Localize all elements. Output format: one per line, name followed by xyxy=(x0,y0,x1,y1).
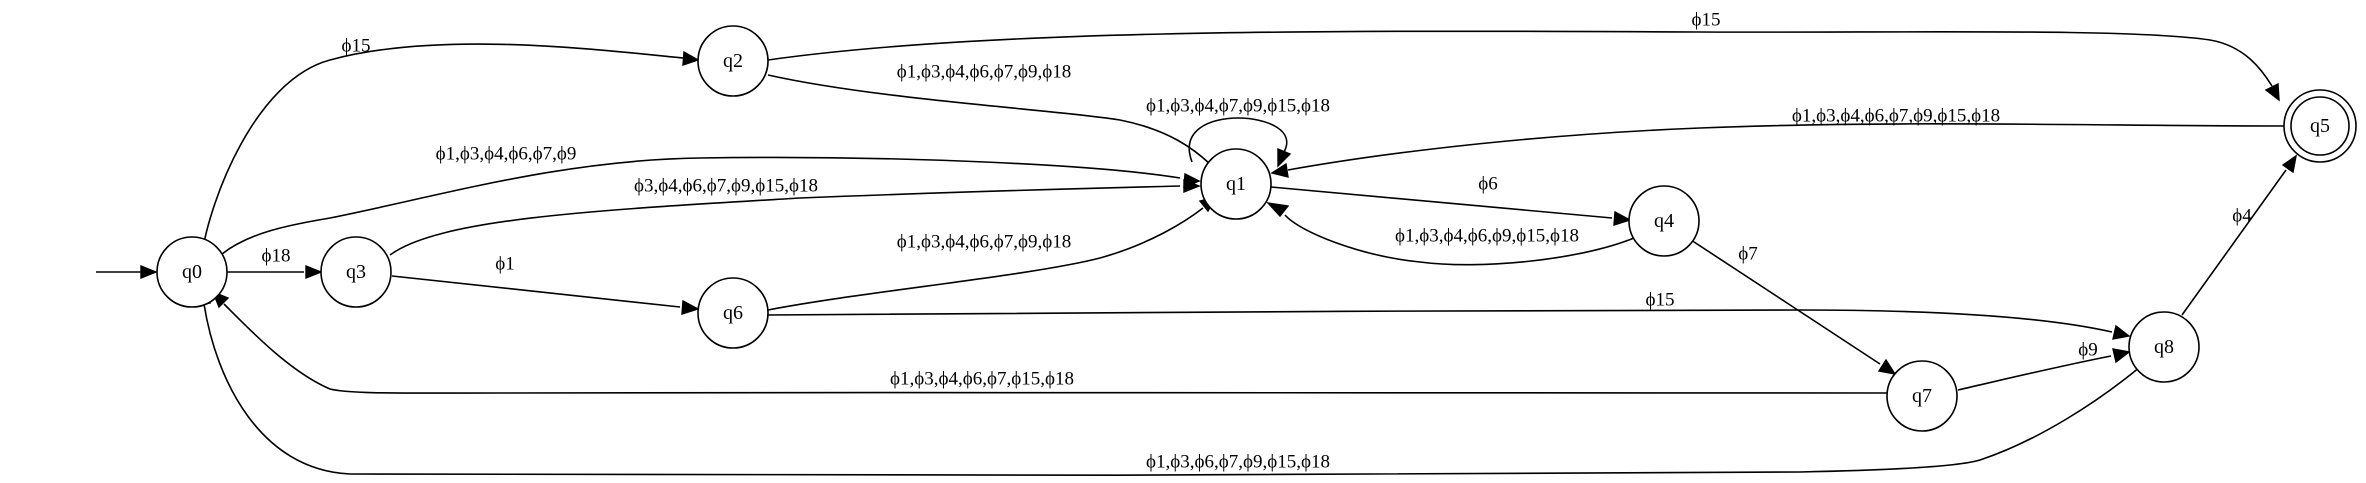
state-label-q8: q8 xyxy=(2154,336,2174,358)
edge-q0-q1: ϕ1,ϕ3,ϕ4,ϕ6,ϕ7,ϕ9 xyxy=(221,144,1201,255)
edge-label-q4-q1: ϕ1,ϕ3,ϕ4,ϕ6,ϕ9,ϕ15,ϕ18 xyxy=(1395,226,1579,247)
state-label-q5: q5 xyxy=(2310,115,2330,137)
state-label-q4: q4 xyxy=(1654,210,1674,232)
edge-label-q7-q8: ϕ9 xyxy=(2078,340,2098,361)
state-label-q1: q1 xyxy=(1226,173,1246,195)
edge-label-q6-q8: ϕ15 xyxy=(1645,290,1674,311)
state-q3: q3 xyxy=(320,236,392,308)
edge-q8-q0: ϕ1,ϕ3,ϕ6,ϕ7,ϕ9,ϕ15,ϕ18 xyxy=(197,288,2141,477)
edge-q0-q2: ϕ15 xyxy=(201,36,700,255)
state-label-q0: q0 xyxy=(182,261,202,283)
edge-label-q3-q1: ϕ3,ϕ4,ϕ6,ϕ7,ϕ9,ϕ15,ϕ18 xyxy=(634,176,818,197)
edge-label-q2-q5: ϕ15 xyxy=(1691,10,1720,31)
state-q8: q8 xyxy=(2128,311,2200,383)
state-q4: q4 xyxy=(1628,185,1700,257)
edge-label-q0-q1: ϕ1,ϕ3,ϕ4,ϕ6,ϕ7,ϕ9 xyxy=(436,144,577,165)
edge-label-q1-q4: ϕ6 xyxy=(1478,174,1498,195)
state-q2: q2 xyxy=(697,25,769,97)
edge-q6-q1: ϕ1,ϕ3,ϕ4,ϕ6,ϕ7,ϕ9,ϕ18 xyxy=(767,195,1218,311)
edge-q6-q8: ϕ15 xyxy=(767,290,2131,340)
state-q0: q0 xyxy=(156,236,228,308)
state-q7: q7 xyxy=(1886,360,1958,432)
edge-q7-q8: ϕ9 xyxy=(1957,340,2131,391)
edge-label-q7-q0: ϕ1,ϕ3,ϕ4,ϕ6,ϕ7,ϕ15,ϕ18 xyxy=(890,369,1074,390)
edge-q7-q0: ϕ1,ϕ3,ϕ4,ϕ6,ϕ7,ϕ15,ϕ18 xyxy=(211,290,1889,394)
state-q1: q1 xyxy=(1200,148,1272,220)
edge-label-q1-q1: ϕ1,ϕ3,ϕ4,ϕ7,ϕ9,ϕ15,ϕ18 xyxy=(1146,96,1330,117)
edge-q8-q5: ϕ4 xyxy=(2181,154,2298,316)
edge-q2-q1: ϕ1,ϕ3,ϕ4,ϕ6,ϕ7,ϕ9,ϕ18 xyxy=(767,62,1223,175)
edge-label-q0-q3: ϕ18 xyxy=(261,246,290,267)
edge-q5-q1: ϕ1,ϕ3,ϕ4,ϕ6,ϕ7,ϕ9,ϕ15,ϕ18 xyxy=(1270,106,2285,178)
state-q6: q6 xyxy=(697,277,769,349)
state-label-q6: q6 xyxy=(723,302,743,324)
start-arrow xyxy=(96,264,158,280)
edge-label-q3-q6: ϕ1 xyxy=(495,254,515,275)
edge-q1-q4: ϕ6 xyxy=(1270,174,1632,226)
state-label-q2: q2 xyxy=(723,50,743,72)
edge-label-q0-q2: ϕ15 xyxy=(341,36,370,57)
state-q5-accepting: q5 xyxy=(2283,89,2357,163)
edge-q0-q3: ϕ18 xyxy=(227,246,323,280)
edge-q3-q1: ϕ3,ϕ4,ϕ6,ϕ7,ϕ9,ϕ15,ϕ18 xyxy=(389,176,1201,256)
edge-q2-q5: ϕ15 xyxy=(767,10,2280,102)
edge-label-q5-q1: ϕ1,ϕ3,ϕ4,ϕ6,ϕ7,ϕ9,ϕ15,ϕ18 xyxy=(1792,106,2000,127)
edge-q1-q1: ϕ1,ϕ3,ϕ4,ϕ7,ϕ9,ϕ15,ϕ18 xyxy=(1146,96,1330,168)
edge-label-q6-q1: ϕ1,ϕ3,ϕ4,ϕ6,ϕ7,ϕ9,ϕ18 xyxy=(897,232,1072,253)
edge-q3-q6: ϕ1 xyxy=(391,254,700,315)
edge-q4-q1: ϕ1,ϕ3,ϕ4,ϕ6,ϕ9,ϕ15,ϕ18 xyxy=(1266,202,1635,266)
state-label-q7: q7 xyxy=(1912,385,1932,407)
edge-label-q8-q5: ϕ4 xyxy=(2232,206,2252,227)
state-label-q3: q3 xyxy=(346,261,366,283)
edge-label-q4-q7: ϕ7 xyxy=(1738,244,1758,265)
edge-q4-q7: ϕ7 xyxy=(1687,237,1897,375)
edge-label-q2-q1: ϕ1,ϕ3,ϕ4,ϕ6,ϕ7,ϕ9,ϕ18 xyxy=(897,62,1072,83)
edge-label-q8-q0: ϕ1,ϕ3,ϕ6,ϕ7,ϕ9,ϕ15,ϕ18 xyxy=(1146,452,1330,473)
